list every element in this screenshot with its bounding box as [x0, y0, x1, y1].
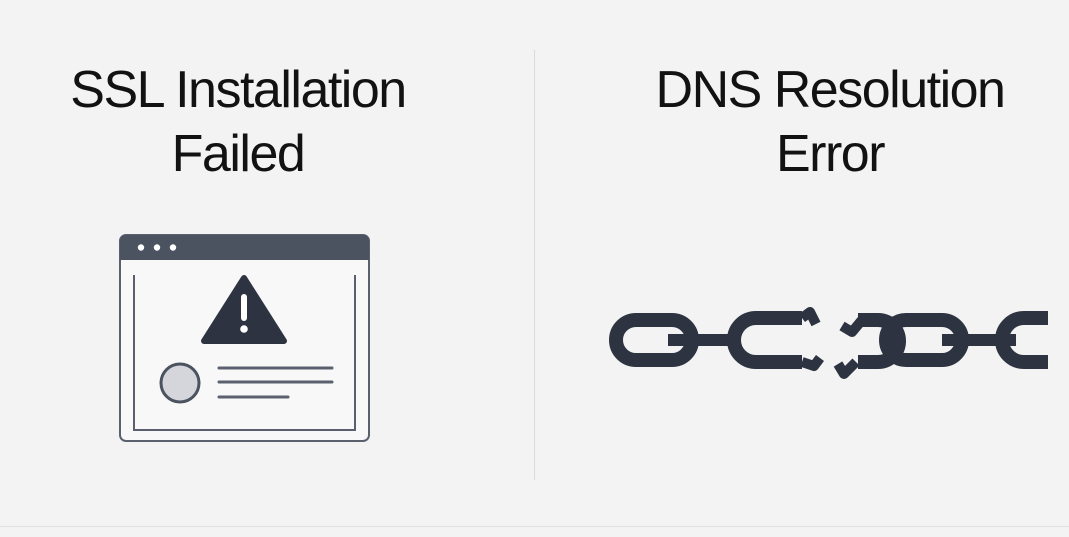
panel-title-line: SSL Installation — [70, 61, 407, 119]
chain-fracture — [833, 358, 860, 379]
panel-title-line: Error — [775, 125, 886, 183]
panel-title-line: DNS Resolution — [655, 61, 1006, 119]
broken-chain-link — [858, 313, 906, 369]
panel-title-ssl: SSL Installation Failed — [0, 58, 476, 186]
chain-fracture — [799, 307, 821, 327]
window-title-bar — [120, 235, 369, 260]
panel-title-line: Failed — [171, 125, 306, 183]
warning-exclamation-dot — [240, 325, 248, 333]
window-dot-icon — [137, 244, 145, 251]
broken-chain-icon — [609, 307, 1048, 379]
window-dot-icon — [169, 244, 177, 251]
browser-window-warning-icon — [119, 234, 370, 442]
broken-chain-link — [727, 311, 802, 369]
warning-exclamation-bar — [241, 294, 247, 321]
bottom-rule — [0, 526, 1069, 527]
avatar-placeholder-icon — [159, 362, 201, 404]
chain-fracture — [800, 355, 824, 371]
panel-title-dns: DNS Resolution Error — [592, 58, 1068, 186]
chain-link — [995, 311, 1048, 369]
window-dot-icon — [153, 244, 161, 251]
window-inner-frame — [133, 275, 356, 431]
panel-divider — [534, 50, 535, 480]
